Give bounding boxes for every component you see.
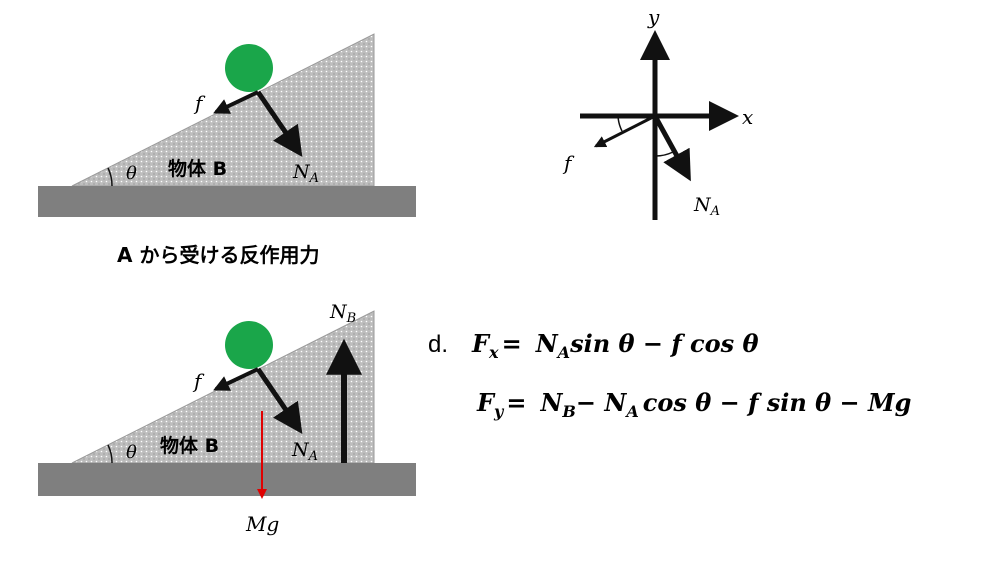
caption: A から受ける反作用力 — [117, 243, 319, 267]
incline-diagram-bottom: θ 物体 B f NA NB Mg — [38, 301, 416, 536]
axes-normal-label: NA — [693, 194, 720, 219]
friction-label: f — [193, 91, 206, 115]
axes-normal-angle-arc — [654, 151, 674, 157]
incline-diagram-top: θ 物体 B f NA — [38, 33, 416, 217]
axes-friction-arrow — [593, 114, 656, 148]
item-label: d. — [428, 331, 448, 358]
angle-label: θ — [126, 163, 137, 184]
axes-friction-label: f — [562, 151, 575, 175]
normal-a-label: NA — [292, 161, 319, 186]
normal-b-label: NB — [329, 301, 356, 326]
ground-block — [38, 186, 416, 217]
angle-label-2: θ — [126, 442, 137, 463]
x-axis-label: x — [742, 105, 753, 129]
fx-equation: Fx=NAsin θ − f cos θ — [471, 329, 759, 362]
y-axis-label: y — [647, 5, 660, 29]
axes-friction-angle-arc — [617, 115, 623, 132]
angle-arc-2 — [107, 444, 113, 464]
ground-block-2 — [38, 463, 416, 496]
weight-label: Mg — [245, 512, 279, 536]
ball — [225, 44, 273, 92]
normal-a-label-2: NA — [291, 439, 318, 464]
normal-a-arrow-2 — [255, 367, 303, 434]
body-label-2: 物体 B — [160, 434, 219, 457]
friction-arrow-2 — [213, 367, 259, 391]
axes-diagram: y x f NA — [562, 5, 753, 220]
angle-arc — [107, 167, 113, 187]
normal-a-arrow — [255, 90, 303, 157]
friction-label-2: f — [192, 369, 205, 393]
body-label: 物体 B — [168, 157, 227, 180]
ball-2 — [225, 321, 273, 369]
friction-arrow — [213, 90, 259, 114]
axes-normal-arrow — [652, 114, 691, 182]
